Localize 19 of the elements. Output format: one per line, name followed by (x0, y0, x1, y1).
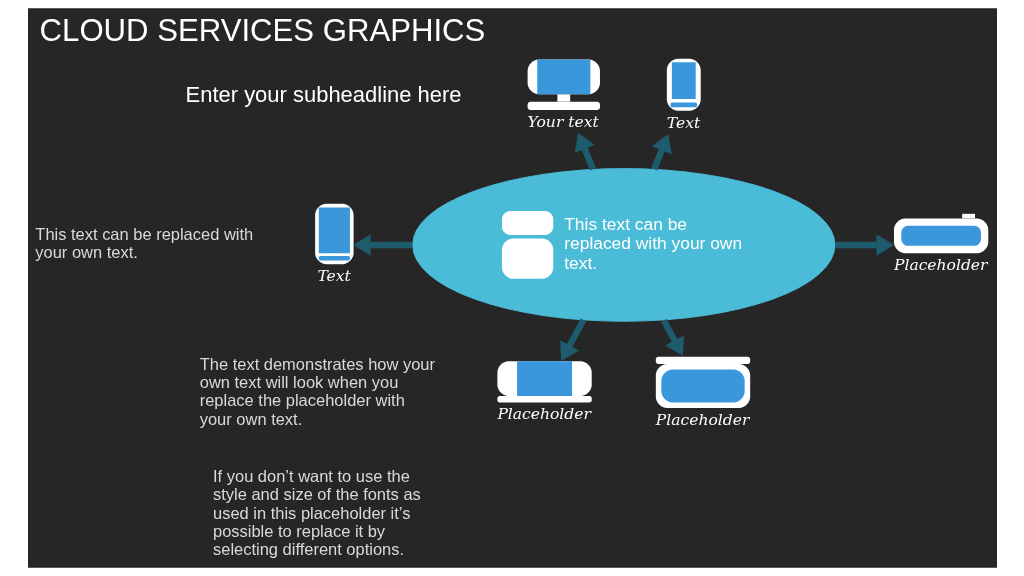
node-label: Placeholder (893, 256, 988, 275)
node-label: Placeholder (496, 405, 591, 424)
label: The text demonstrates how your own text will look when you replace the placeholder with your own text. (199, 354, 435, 428)
label: If you don’t want to use the style and size of the fonts as used in this placeholder it’s possible to replace it by selecting different options. (212, 467, 421, 559)
arrow (352, 234, 412, 256)
arrow (660, 318, 684, 356)
arrow (574, 132, 596, 171)
arrow (559, 318, 586, 361)
diagram-title: CLOUD SERVICES GRAPHICS (39, 12, 485, 48)
node-label: Text (666, 113, 700, 132)
arrow (650, 133, 672, 171)
arrow (834, 234, 894, 256)
node-picture (314, 203, 354, 265)
label: This text can be replaced with your own text. (34, 224, 253, 262)
node-label: Text (316, 267, 351, 286)
label: Enter your subheadline here (185, 81, 462, 107)
node-label: Placeholder (655, 410, 749, 429)
node-ellipse: This text can be replaced with your own text. (411, 168, 835, 322)
node-label: Your text (527, 112, 599, 131)
